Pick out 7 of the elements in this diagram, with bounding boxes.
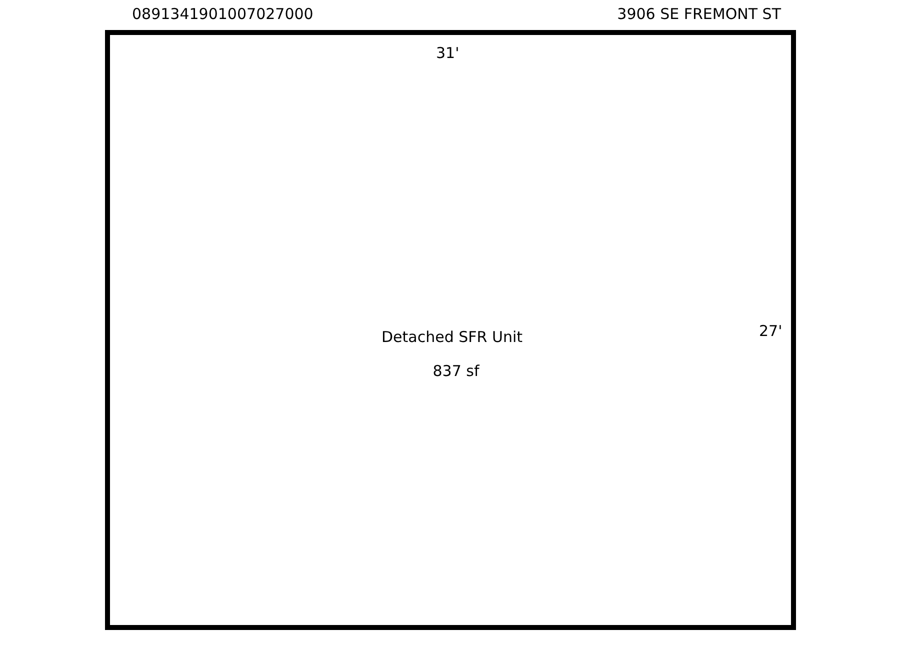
room-name: Detached SFR Unit — [382, 328, 522, 346]
street-address: 3906 SE FREMONT ST — [617, 5, 781, 23]
dimension-label: 27' — [759, 322, 782, 340]
room-outline — [105, 30, 796, 630]
dimension-label: 31' — [436, 44, 460, 62]
area-value: 837 sf — [432, 362, 480, 380]
parcel-number: 0891341901007027000 — [132, 5, 314, 23]
